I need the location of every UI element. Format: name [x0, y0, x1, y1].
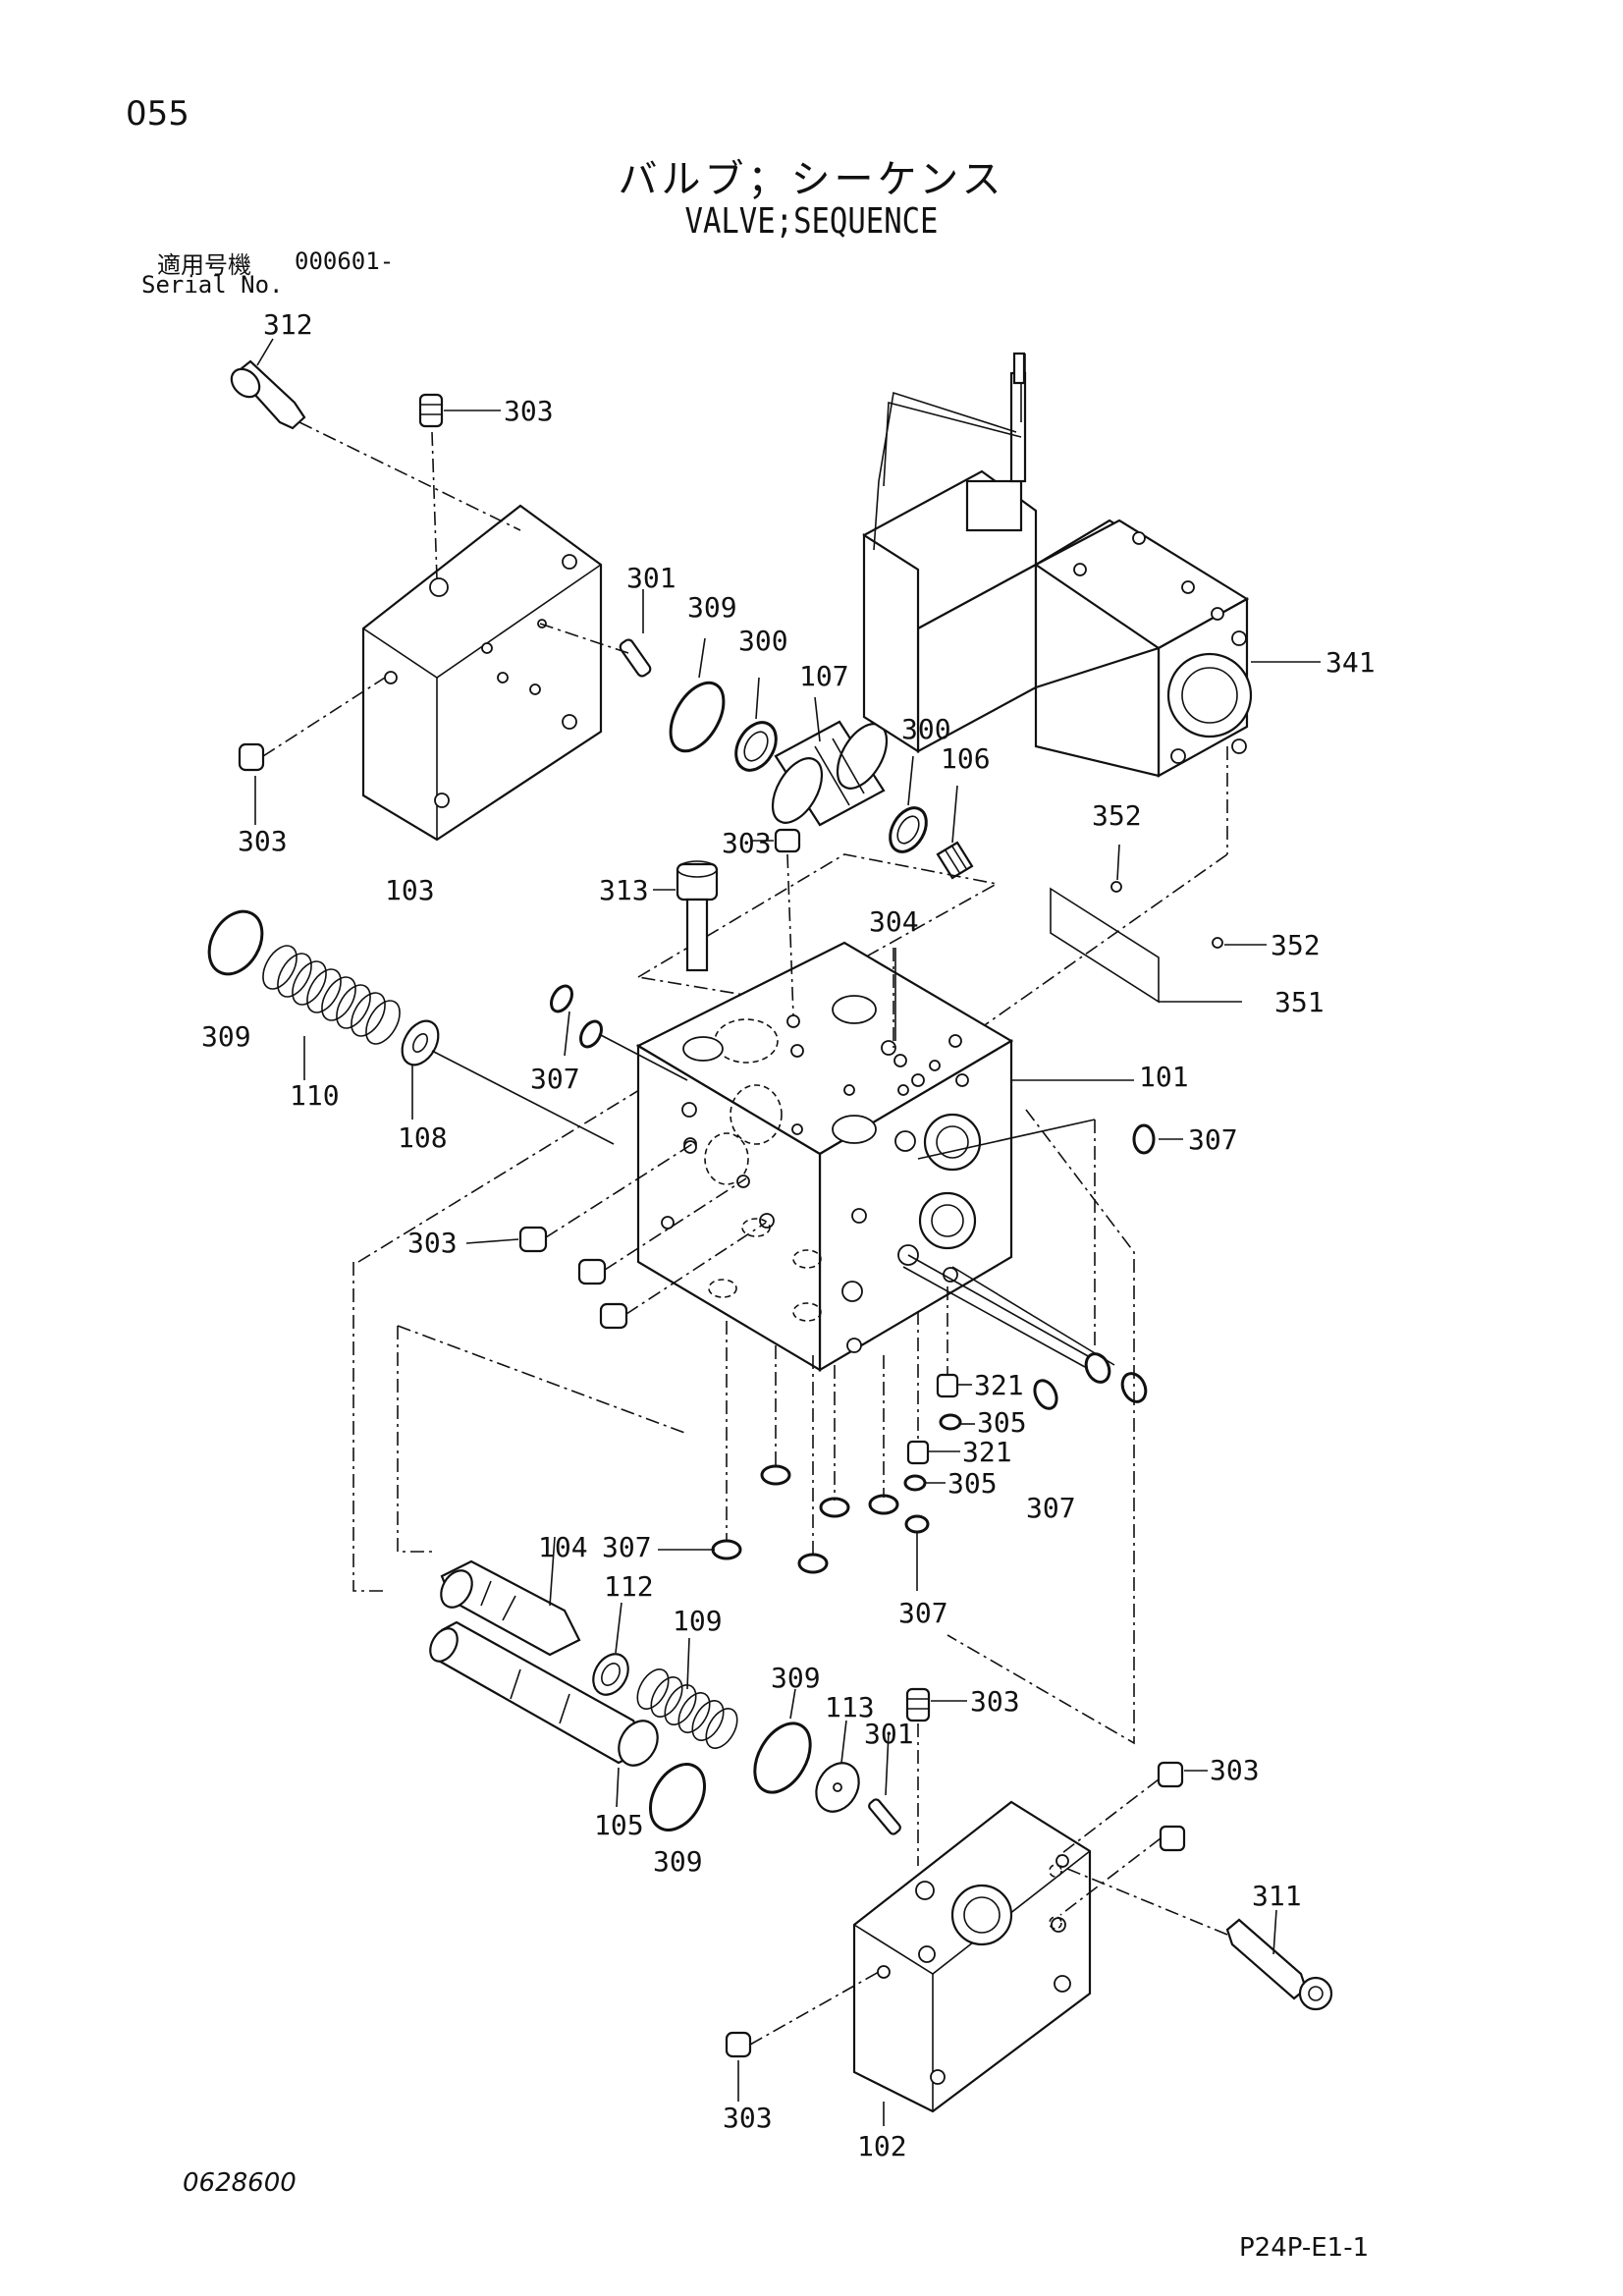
label-313: 313: [599, 874, 649, 906]
label-309: 309: [201, 1020, 251, 1053]
o-ring-307-right: [1132, 1123, 1156, 1155]
label-303: 303: [723, 2102, 773, 2134]
label-300: 300: [738, 625, 788, 657]
spool-107: [771, 696, 889, 827]
label-304: 304: [869, 905, 919, 938]
o-ring-309-left: [207, 909, 264, 976]
label-303: 303: [970, 1685, 1020, 1718]
label-311: 311: [1252, 1880, 1302, 1912]
page-code: P24P-E1-1: [1239, 2233, 1370, 2263]
ring-300-mid: [889, 755, 928, 853]
serial-number-value: 000601-: [295, 247, 395, 275]
title-japanese: バルブ；シーケンス: [618, 157, 1005, 202]
plug-303-lower-left: [725, 1971, 880, 2102]
label-303: 303: [504, 395, 554, 427]
lower-port-fittings: [658, 1286, 975, 1591]
plate-113: [815, 1720, 860, 1813]
label-341: 341: [1325, 646, 1376, 679]
o-ring-307-a: [550, 984, 573, 1013]
pin-301-top: [539, 589, 652, 678]
label-307: 307: [1026, 1492, 1076, 1524]
label-107: 107: [799, 660, 849, 692]
label-303: 303: [238, 825, 288, 857]
o-ring-309-lower-mid: [753, 1722, 812, 1794]
label-112: 112: [604, 1570, 654, 1603]
spool-105: [429, 1620, 659, 1808]
label-301: 301: [864, 1718, 914, 1750]
label-113: 113: [825, 1691, 875, 1723]
label-352: 352: [1271, 929, 1321, 961]
label-103: 103: [385, 874, 435, 906]
label-309: 309: [687, 591, 737, 624]
label-101: 101: [1139, 1061, 1189, 1093]
plugs-303-left-of-body: [465, 1143, 767, 1330]
label-110: 110: [290, 1079, 340, 1112]
label-307: 307: [898, 1597, 948, 1629]
label-104: 104: [538, 1531, 588, 1563]
plug-303-lower-top: [905, 1687, 967, 1866]
solenoid-valve-341: [862, 352, 1321, 1042]
label-307: 307: [1188, 1123, 1238, 1156]
plug-303-body-top: [750, 828, 801, 1017]
part-number-labels: 312 303 301 309 300 107 300 106 341 303 …: [201, 308, 1376, 2162]
label-351: 351: [1274, 986, 1325, 1018]
plugs-303-lower-right: [1057, 1761, 1208, 1916]
label-321: 321: [962, 1436, 1012, 1468]
screw-312: [230, 338, 521, 531]
label-309: 309: [771, 1662, 821, 1694]
label-303: 303: [722, 827, 772, 859]
drawing-number: 0628600: [183, 2168, 297, 2198]
serial-label-english: Serial No.: [141, 271, 284, 299]
o-ring-309-lower-left: [649, 1763, 706, 1831]
label-109: 109: [673, 1605, 723, 1637]
plug-303-top: [418, 393, 501, 580]
label-312: 312: [263, 308, 313, 341]
spring-109: [636, 1637, 738, 1749]
cover-plate-102: [852, 1800, 1092, 2126]
ring-300-top: [734, 677, 778, 772]
right-side-rods: [902, 1254, 1148, 1410]
cover-plate-103: [361, 504, 603, 842]
seat-112: [592, 1602, 629, 1696]
label-307: 307: [530, 1063, 580, 1095]
serial-label-japanese: 適用号機: [157, 251, 251, 279]
label-102: 102: [857, 2130, 907, 2162]
o-ring-309-top: [669, 681, 726, 753]
label-309: 309: [653, 1845, 703, 1878]
gasket-351: [1050, 844, 1267, 1004]
label-303: 303: [407, 1227, 458, 1259]
label-352: 352: [1092, 799, 1142, 832]
bolt-311: [1059, 1865, 1333, 2011]
o-ring-307-b: [579, 1019, 603, 1049]
spool-104: [440, 1536, 581, 1657]
label-300: 300: [901, 713, 951, 745]
page-number: 055: [126, 94, 189, 134]
label-321: 321: [974, 1369, 1024, 1401]
label-301: 301: [626, 562, 676, 594]
valve-body-101: [635, 941, 1134, 1372]
pin-301-lower: [868, 1732, 901, 1835]
bolt-313: [653, 860, 719, 972]
label-305: 305: [977, 1406, 1027, 1439]
label-307: 307: [602, 1531, 652, 1563]
title-english: VALVE;SEQUENCE: [684, 201, 939, 242]
label-105: 105: [594, 1809, 644, 1841]
label-106: 106: [941, 742, 991, 775]
plug-106: [936, 785, 974, 880]
plug-303-left: [238, 677, 386, 825]
seat-108: [401, 1019, 615, 1145]
label-303: 303: [1210, 1754, 1260, 1786]
spring-110: [262, 945, 401, 1080]
label-305: 305: [947, 1467, 998, 1500]
label-108: 108: [398, 1121, 448, 1154]
